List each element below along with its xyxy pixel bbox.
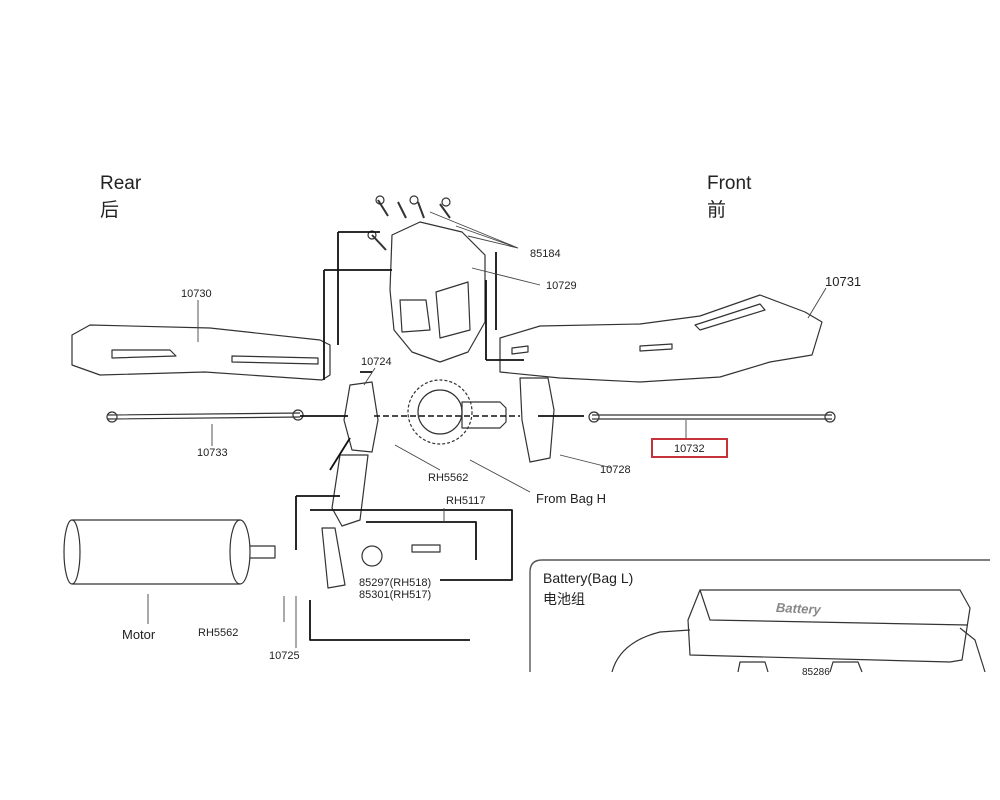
front-drive-shaft	[592, 414, 832, 420]
part-rh5562-lower: RH5562	[198, 627, 239, 639]
motor-label: Motor	[122, 627, 156, 642]
pinion-gear	[361, 545, 383, 567]
battery-pack-label: Battery	[775, 599, 822, 618]
front-bearing-block	[519, 377, 555, 463]
part-10732: 10732	[674, 443, 705, 455]
motor-can	[72, 519, 240, 585]
battery-pack	[687, 589, 971, 663]
spur-gear	[407, 379, 473, 445]
assembly-lines	[295, 231, 584, 641]
front-label: Front	[707, 173, 752, 194]
rear-chassis-plate	[71, 324, 331, 381]
rear-label: Rear	[100, 173, 142, 194]
part-rh5117: RH5117	[446, 495, 486, 507]
part-10724: 10724	[361, 356, 392, 368]
part-10731: 10731	[825, 274, 862, 289]
part-10725: 10725	[269, 650, 300, 662]
battery-section-title-zh: 电池组	[543, 592, 585, 608]
part-85286: 85286	[802, 667, 830, 678]
highlight-box	[651, 438, 728, 458]
battery-section-title: Battery(Bag L)	[543, 570, 634, 586]
part-85297: 85297(RH518)	[359, 577, 432, 589]
battery-section-frame	[529, 559, 990, 672]
rear-label-zh: 后	[100, 199, 120, 221]
part-85301: 85301(RH517)	[359, 589, 432, 601]
part-10729: 10729	[546, 280, 577, 292]
rear-drive-shaft	[107, 412, 301, 420]
part-rh5562-upper: RH5562	[428, 472, 469, 484]
front-label-zh: 前	[707, 199, 727, 221]
part-85184: 85184	[530, 248, 561, 260]
part-10728: 10728	[600, 464, 631, 476]
gear-cover	[389, 221, 486, 363]
front-chassis-plate	[499, 294, 823, 383]
from-bag-label: From Bag H	[536, 491, 607, 506]
part-10730: 10730	[181, 288, 212, 300]
part-10733: 10733	[197, 447, 228, 459]
rear-bearing-block	[343, 381, 379, 453]
motor-mount	[331, 454, 369, 527]
